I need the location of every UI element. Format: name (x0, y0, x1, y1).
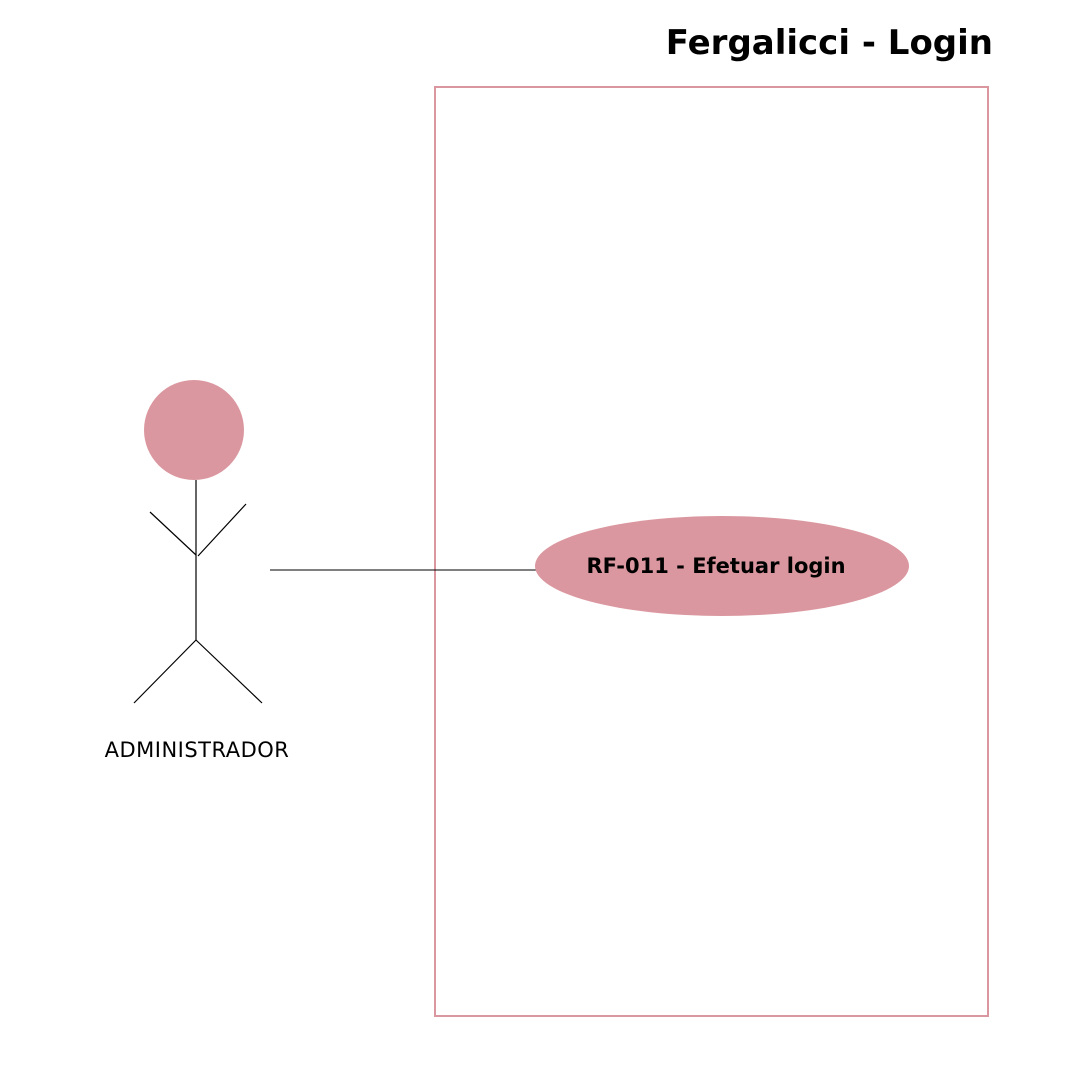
actor-right-leg (195, 639, 263, 704)
use-case-ellipse (535, 516, 909, 616)
system-boundary (434, 86, 989, 1017)
actor-left-leg (133, 639, 197, 704)
actor-left-arm (149, 511, 197, 556)
use-case-efetuar-login: RF-011 - Efetuar login (535, 516, 909, 616)
actor-right-arm (197, 503, 247, 557)
actor-label: ADMINISTRADOR (105, 738, 290, 762)
use-case-label: RF-011 - Efetuar login (586, 554, 845, 578)
actor-head (144, 380, 244, 480)
diagram-title: Fergalicci - Login (666, 23, 993, 63)
actor-administrador: ADMINISTRADOR (105, 380, 290, 762)
